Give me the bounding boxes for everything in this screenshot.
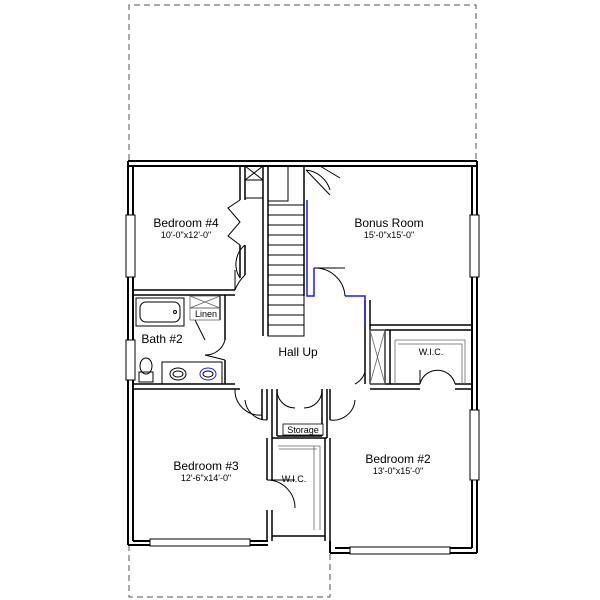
bonus-room-dims: 15'-0"x15'-0" <box>364 230 414 240</box>
linen-label: Linen <box>195 309 217 319</box>
bath2-label: Bath #2 <box>141 332 183 346</box>
closet-shelves <box>189 295 466 530</box>
railing <box>306 200 366 325</box>
bedroom2-label: Bedroom #2 <box>365 452 431 466</box>
bathtub <box>135 297 185 327</box>
bonus-room-label: Bonus Room <box>354 216 423 230</box>
bedroom4-label: Bedroom #4 <box>153 216 219 230</box>
wic-top-label: W.I.C. <box>419 347 444 357</box>
bedroom3-dims: 12'-6"x14'-0" <box>181 473 231 483</box>
hall-label: Hall Up <box>278 345 318 359</box>
dashed-outline-bottom <box>128 545 331 598</box>
storage-box <box>282 423 324 436</box>
bedroom2-dims: 13'-0"x15'-0" <box>373 466 423 476</box>
toilet <box>138 357 154 383</box>
bedroom3-label: Bedroom #3 <box>173 459 239 473</box>
bedroom4-dims: 10'-0"x12'-0" <box>161 230 211 240</box>
doors <box>194 165 456 509</box>
wic-bottom-label: W.I.C. <box>282 474 307 484</box>
staircase <box>244 165 305 337</box>
vanity <box>161 361 223 385</box>
dashed-outline-top <box>128 4 477 160</box>
windows <box>125 214 480 555</box>
storage-label: Storage <box>287 425 319 435</box>
